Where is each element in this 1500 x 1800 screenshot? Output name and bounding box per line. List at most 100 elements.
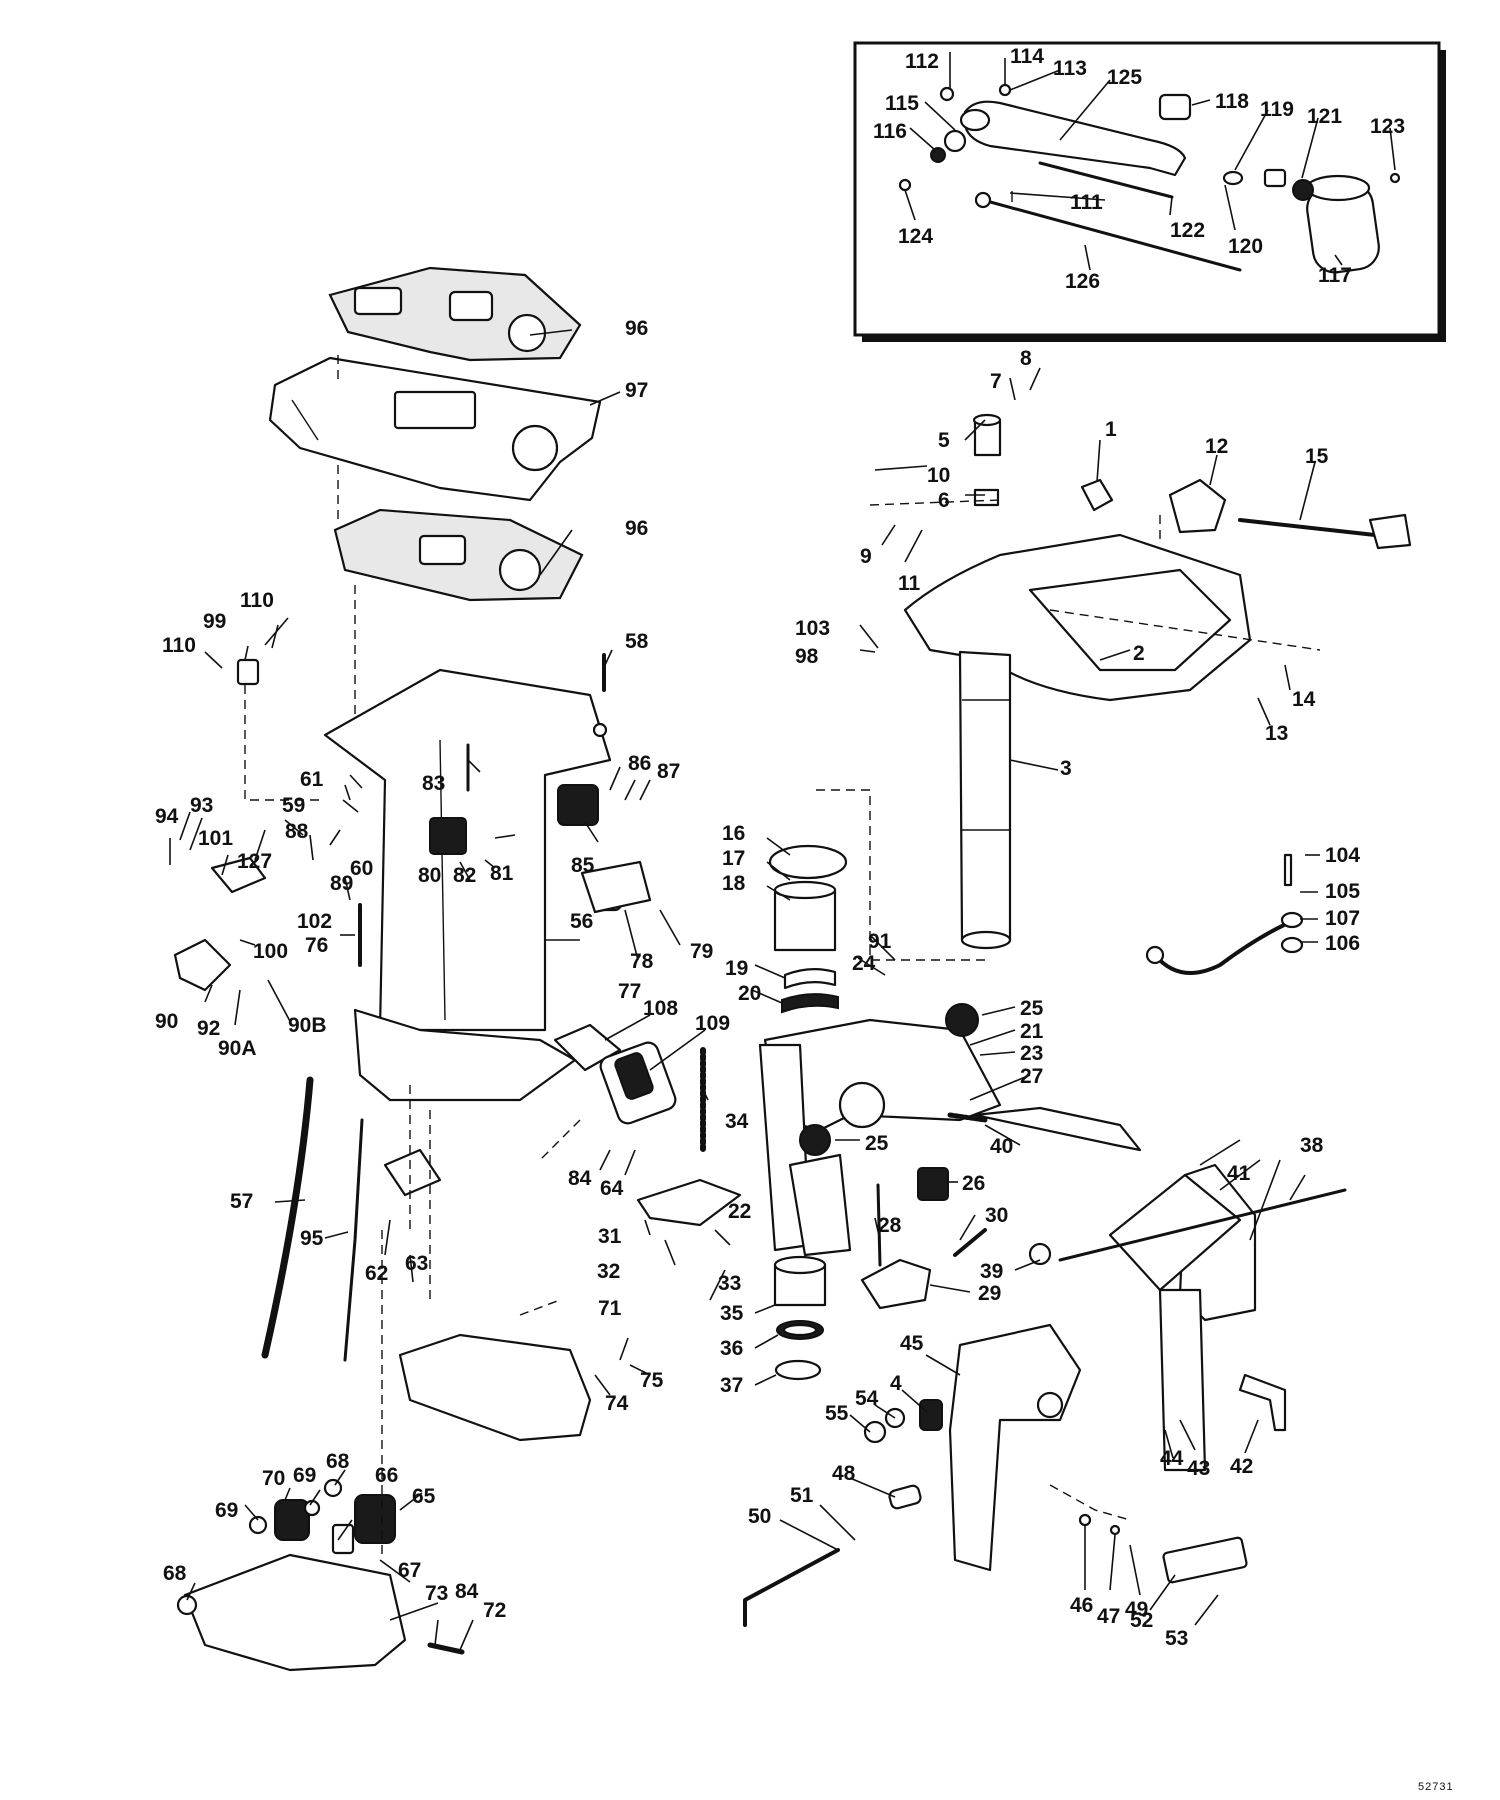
callout-126: 126 [1065, 270, 1100, 293]
callout-62: 62 [365, 1262, 388, 1285]
callout-51: 51 [790, 1484, 814, 1507]
callout-12: 12 [1205, 435, 1228, 458]
callout-84-mid: 84 [568, 1167, 592, 1190]
exhaust-housing [323, 668, 612, 1102]
part-40 [947, 1112, 988, 1123]
callout-28: 28 [878, 1214, 902, 1237]
callout-56: 56 [570, 910, 593, 933]
part-90 [173, 938, 232, 992]
callout-22: 22 [728, 1200, 751, 1223]
callout-90: 90 [155, 1010, 178, 1033]
part-106-107 [1153, 918, 1297, 975]
part-80 [429, 817, 467, 855]
callout-89: 89 [330, 872, 353, 895]
callout-2: 2 [1133, 642, 1145, 665]
callout-29: 29 [978, 1282, 1001, 1305]
part-12 [1168, 478, 1227, 534]
part-39 [1028, 1242, 1052, 1266]
part-57 [261, 1076, 314, 1359]
part-27 [973, 1106, 1142, 1152]
callout-65: 65 [412, 1485, 436, 1508]
callout-125: 125 [1107, 66, 1142, 89]
steering-handle [963, 100, 1187, 177]
callout-69-top: 69 [293, 1464, 316, 1487]
callout-91: 91 [868, 930, 892, 953]
callout-21: 21 [1020, 1020, 1044, 1043]
callout-70: 70 [262, 1467, 285, 1490]
callout-121: 121 [1307, 105, 1342, 128]
part-26 [917, 1167, 949, 1201]
callout-95: 95 [300, 1227, 324, 1250]
callout-76: 76 [305, 934, 328, 957]
callout-52: 52 [1130, 1609, 1153, 1632]
callout-47: 47 [1097, 1605, 1120, 1628]
callout-59: 59 [282, 794, 305, 817]
callout-30: 30 [985, 1204, 1008, 1227]
callout-93: 93 [190, 794, 213, 817]
callout-71: 71 [598, 1297, 622, 1320]
callout-127: 127 [237, 850, 272, 873]
callout-80: 80 [418, 864, 441, 887]
callout-92: 92 [197, 1017, 220, 1040]
callout-103: 103 [795, 617, 830, 640]
part-30 [953, 1228, 987, 1257]
callout-109: 109 [695, 1012, 730, 1035]
assembly-lines [244, 355, 1321, 1560]
callout-66: 66 [375, 1464, 398, 1487]
callout-36: 36 [720, 1337, 743, 1360]
part-15 [1238, 518, 1377, 537]
steering-arm-assembly [903, 533, 1252, 950]
part-42 [1238, 1373, 1287, 1432]
callout-18: 18 [722, 872, 746, 895]
callout-37: 37 [720, 1374, 743, 1397]
callout-10: 10 [927, 464, 950, 487]
callout-60: 60 [350, 857, 373, 880]
part-71 [398, 1333, 592, 1442]
part-66 [331, 1523, 355, 1555]
callout-48: 48 [832, 1462, 856, 1485]
callout-72: 72 [483, 1599, 506, 1622]
callout-84-bottom: 84 [455, 1580, 479, 1603]
callout-7: 7 [990, 370, 1002, 393]
leader-lines [169, 52, 1396, 1651]
callout-97: 97 [625, 379, 648, 402]
gasket-top [328, 266, 582, 362]
callout-101: 101 [198, 827, 233, 850]
callout-100: 100 [253, 940, 288, 963]
callout-119: 119 [1260, 98, 1294, 121]
part-95 [343, 1118, 364, 1362]
callout-63: 63 [405, 1252, 428, 1275]
callout-74: 74 [605, 1392, 629, 1415]
part-4 [919, 1399, 943, 1431]
callout-45: 45 [900, 1332, 924, 1355]
part-104 [1283, 853, 1293, 887]
callout-68-left: 68 [163, 1562, 187, 1585]
callout-90b: 90B [288, 1014, 327, 1037]
callout-23: 23 [1020, 1042, 1043, 1065]
callout-27: 27 [1020, 1065, 1043, 1088]
callout-85: 85 [571, 854, 595, 877]
drawing-reference-number: 52731 [1418, 1781, 1454, 1793]
callout-64: 64 [600, 1177, 624, 1200]
callout-58: 58 [625, 630, 649, 653]
callout-79: 79 [690, 940, 713, 963]
part-19 [783, 968, 837, 990]
callout-117: 117 [1318, 264, 1352, 287]
part-65 [354, 1494, 396, 1544]
part-6 [973, 488, 1000, 507]
part-37 [774, 1359, 822, 1381]
callout-31: 31 [598, 1225, 622, 1248]
callout-49: 49 [1125, 1598, 1148, 1621]
callout-82: 82 [453, 864, 476, 887]
part-52 [1162, 1536, 1248, 1584]
callout-19: 19 [725, 957, 748, 980]
callout-102: 102 [297, 910, 332, 933]
part-25 [945, 1003, 979, 1037]
adapter-plate [268, 356, 602, 502]
callout-35: 35 [720, 1302, 744, 1325]
callout-113: 113 [1053, 57, 1087, 80]
callout-15: 15 [1305, 445, 1329, 468]
callout-41: 41 [1227, 1162, 1251, 1185]
callout-87: 87 [657, 760, 680, 783]
